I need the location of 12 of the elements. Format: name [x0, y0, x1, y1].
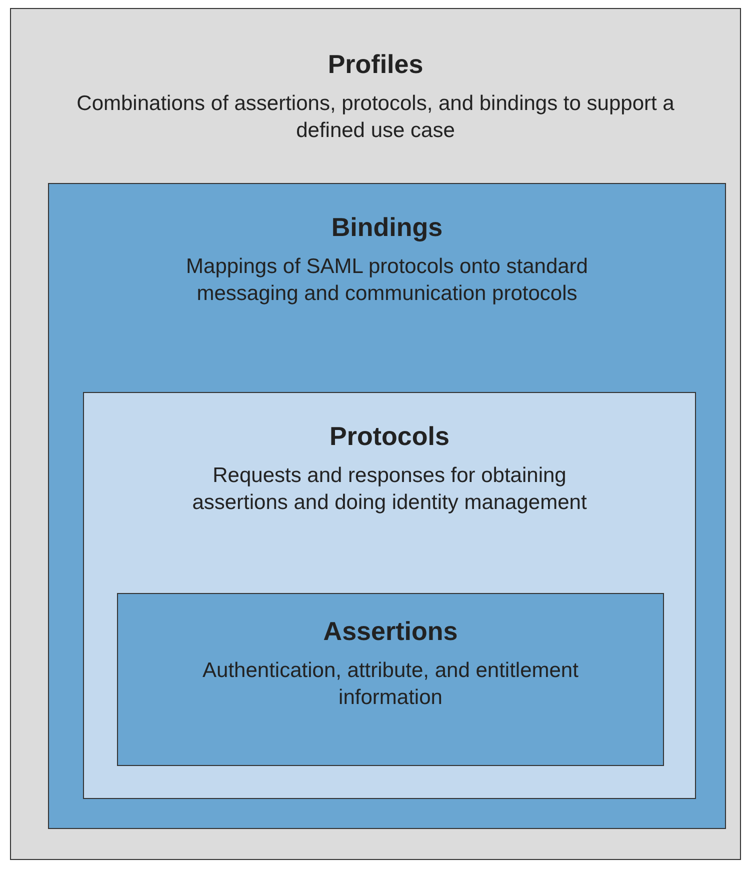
layer-description: Requests and responses for obtaining assertions and doing identity management [191, 463, 588, 516]
layer-title: Profiles [328, 49, 424, 80]
layer-title: Bindings [331, 212, 443, 243]
layer-title: Protocols [330, 421, 450, 452]
layer-title: Assertions [323, 616, 458, 647]
layer-description: Authentication, attribute, and entitlement information [202, 658, 580, 711]
layer-description: Mappings of SAML protocols onto standard messaging and communication protocols [185, 254, 589, 307]
layer-box [10, 8, 741, 860]
layer-box [48, 183, 726, 829]
layer-box [117, 593, 664, 766]
layer-description: Combinations of assertions, protocols, and bindings to support a defined use case [76, 91, 676, 144]
layer-box [83, 392, 696, 799]
